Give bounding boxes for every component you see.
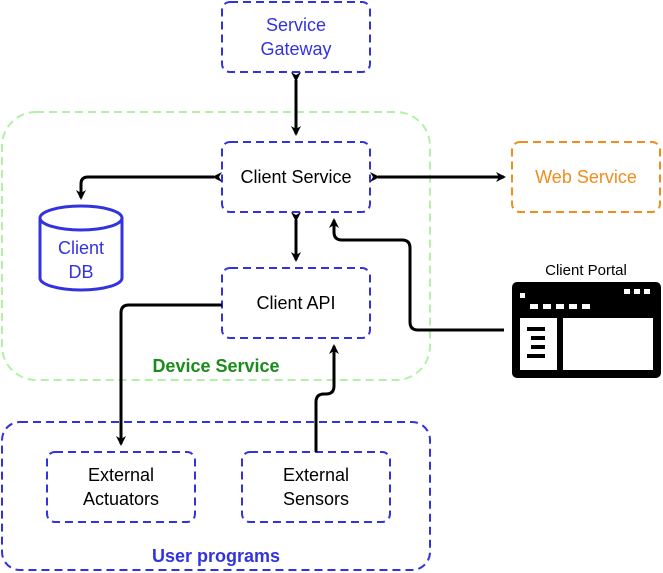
device-service-label: Device Service [152,356,279,376]
client-db-label-line1: Client [58,238,104,258]
sensors-client-api-edge [314,344,339,452]
client-db-label-line2: DB [68,262,93,282]
client-service-label: Client Service [240,167,351,187]
external-sensors-label-line1: External [283,465,349,485]
client-api-box [221,267,371,339]
client-api-label: Client API [256,293,335,313]
service-gateway-label-line2: Gateway [260,39,331,59]
user-programs-label: User programs [152,546,280,566]
database-cylinder-icon [38,204,124,292]
client-portal-client-service-edge [329,218,504,332]
external-sensors-label-line2: Sensors [283,489,349,509]
external-sensors-box [241,451,391,523]
client-api-actuators-edge [116,303,222,446]
connectors [76,72,506,452]
web-service-box [511,141,661,213]
device-service-group [1,111,431,381]
service-gateway-box [221,1,371,73]
browser-window-icon [512,282,661,378]
external-actuators-box [46,451,196,523]
external-actuators-label-line1: External [88,465,154,485]
client-portal-label: Client Portal [545,262,627,279]
service-gateway-label-line1: Service [266,15,326,35]
user-programs-group [1,421,431,571]
client-service-client-db-edge [76,172,222,200]
web-service-label: Web Service [535,167,637,187]
external-actuators-label-line2: Actuators [83,489,159,509]
